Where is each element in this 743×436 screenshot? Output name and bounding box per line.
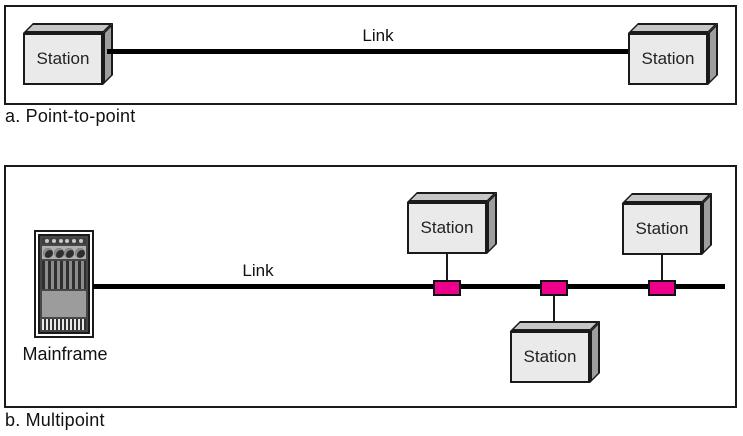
station-box-side-face [702,193,712,255]
station-box-side-face [103,23,113,85]
station-box-a-right: Station [628,23,718,85]
station-box-top-face [510,321,600,331]
station-box-top-face [23,23,113,33]
station-box-side-face [590,321,600,383]
mainframe-tape-reels [42,246,86,259]
caption-multipoint: b. Multipoint [5,410,105,430]
link-label: Link [242,261,274,280]
station-box-b-top-left: Station [407,192,497,254]
station-box-a-left: Station [23,23,113,85]
panel-point-to-point [4,5,737,105]
mainframe-body [38,234,90,334]
station-label: Station [622,203,702,255]
link-line-multipoint-bus [93,284,725,289]
mainframe-grille [42,319,86,330]
caption-point-to-point: a. Point-to-point [5,106,136,126]
mainframe-icon [34,230,94,338]
station-label: Station [510,331,590,383]
station-box-b-bottom: Station [510,321,600,383]
drop-line [661,255,663,282]
station-label: Station [23,33,103,85]
station-label: Station [407,202,487,254]
link-line-point-to-point [107,49,629,54]
station-box-side-face [708,23,718,85]
mainframe-label: Mainframe [22,344,108,364]
drop-line [446,254,448,282]
tap-connector [648,280,676,296]
tap-connector [433,280,461,296]
station-box-b-top-right: Station [622,193,712,255]
station-box-top-face [622,193,712,203]
mainframe-indicator-lights [42,238,86,244]
drop-line [553,294,555,323]
mainframe-blank-panel [42,291,86,317]
mainframe-vent-bars [42,261,86,289]
station-box-top-face [628,23,718,33]
station-label: Station [628,33,708,85]
station-box-top-face [407,192,497,202]
link-label: Link [362,26,394,45]
station-box-side-face [487,192,497,254]
